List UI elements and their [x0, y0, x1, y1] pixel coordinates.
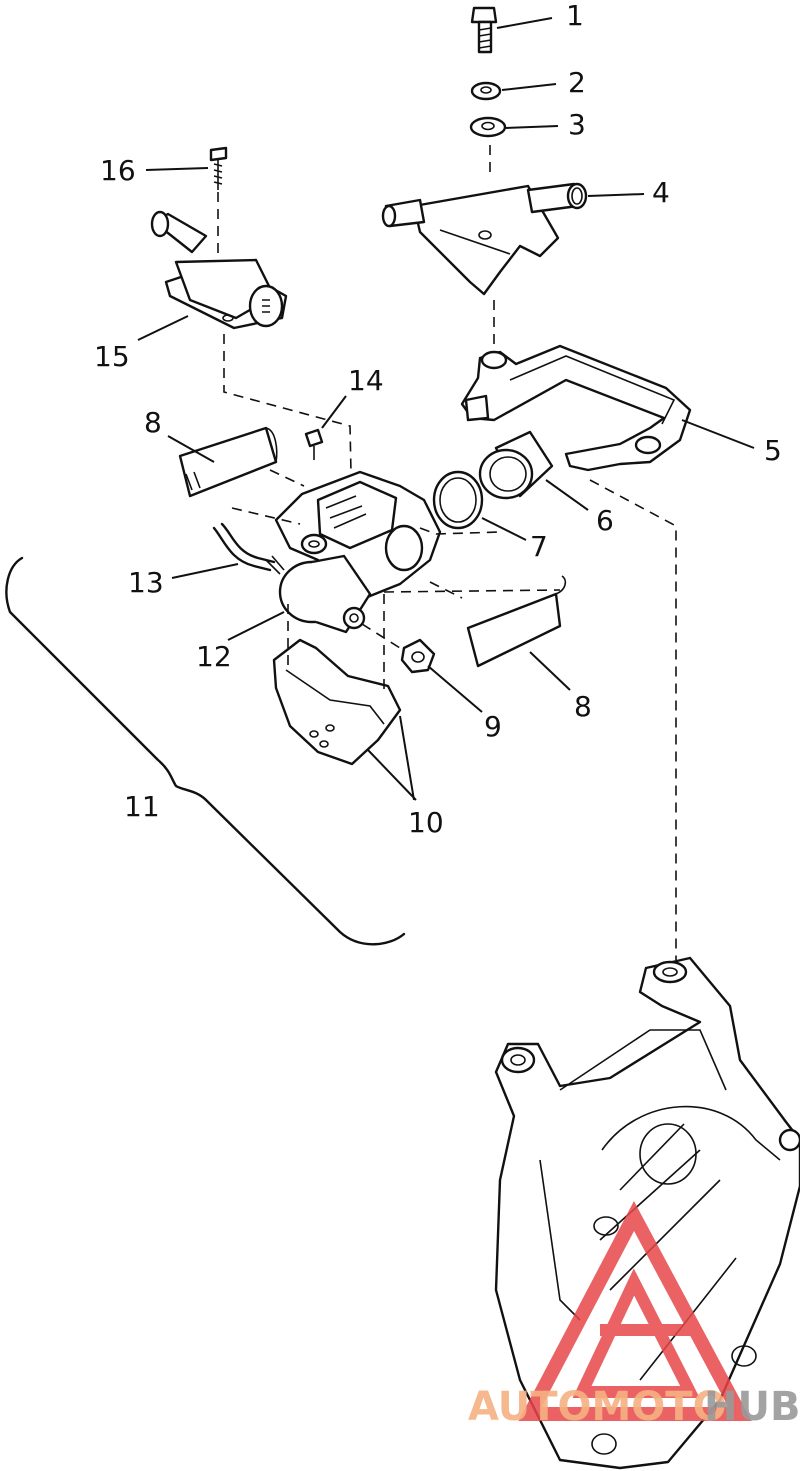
callout-12: 12 [196, 640, 232, 673]
callout-10: 10 [408, 806, 444, 839]
part-pump-cup [478, 430, 554, 500]
part-frame [460, 344, 692, 472]
callout-2: 2 [568, 66, 586, 99]
callout-5: 5 [764, 434, 782, 467]
frame-to-housing-line [589, 479, 677, 960]
callout-8-lower: 8 [574, 690, 592, 723]
leader-lines [137, 17, 755, 801]
callout-15: 15 [94, 340, 130, 373]
part-outlet-bracket [381, 182, 588, 296]
callout-3: 3 [568, 108, 586, 141]
watermark-logo [518, 1201, 752, 1421]
callout-9: 9 [484, 710, 502, 743]
callout-7: 7 [530, 530, 548, 563]
callout-11: 11 [124, 790, 160, 823]
clamp-alignment-lines [231, 469, 305, 525]
part-small-bolt [304, 428, 324, 460]
callout-14: 14 [348, 364, 384, 397]
callout-4: 4 [652, 176, 670, 209]
nut-alignment-line [361, 623, 401, 649]
callout-13: 13 [128, 566, 164, 599]
part-pump-cover [278, 554, 372, 634]
callout-16: 16 [100, 154, 136, 187]
plate-alignment-lines [287, 594, 385, 690]
part-o-ring [432, 470, 484, 530]
part-flat-washer [469, 116, 507, 138]
part-mounting-plate [272, 638, 402, 766]
part-lock-washer [470, 81, 502, 101]
part-pump-body [274, 470, 442, 602]
part-hose-clamp-lower [466, 575, 567, 668]
callout-1: 1 [566, 0, 584, 32]
watermark-text-right: HUB [704, 1384, 800, 1430]
clamp-lower-line [429, 581, 463, 599]
watermark-text-left: AUTOMOTO [468, 1384, 727, 1430]
housing-alignment-line [223, 334, 353, 521]
part-nut [400, 638, 436, 674]
part-11-brace [5, 556, 406, 946]
callout-8-upper: 8 [144, 406, 162, 439]
part-thermostat-housing [150, 210, 288, 330]
part-bypass-tube [212, 522, 285, 575]
part-hose-clamp-upper [178, 426, 278, 498]
part-bolt [470, 6, 498, 54]
pump-alignment-lines [383, 527, 561, 593]
callout-6: 6 [596, 504, 614, 537]
